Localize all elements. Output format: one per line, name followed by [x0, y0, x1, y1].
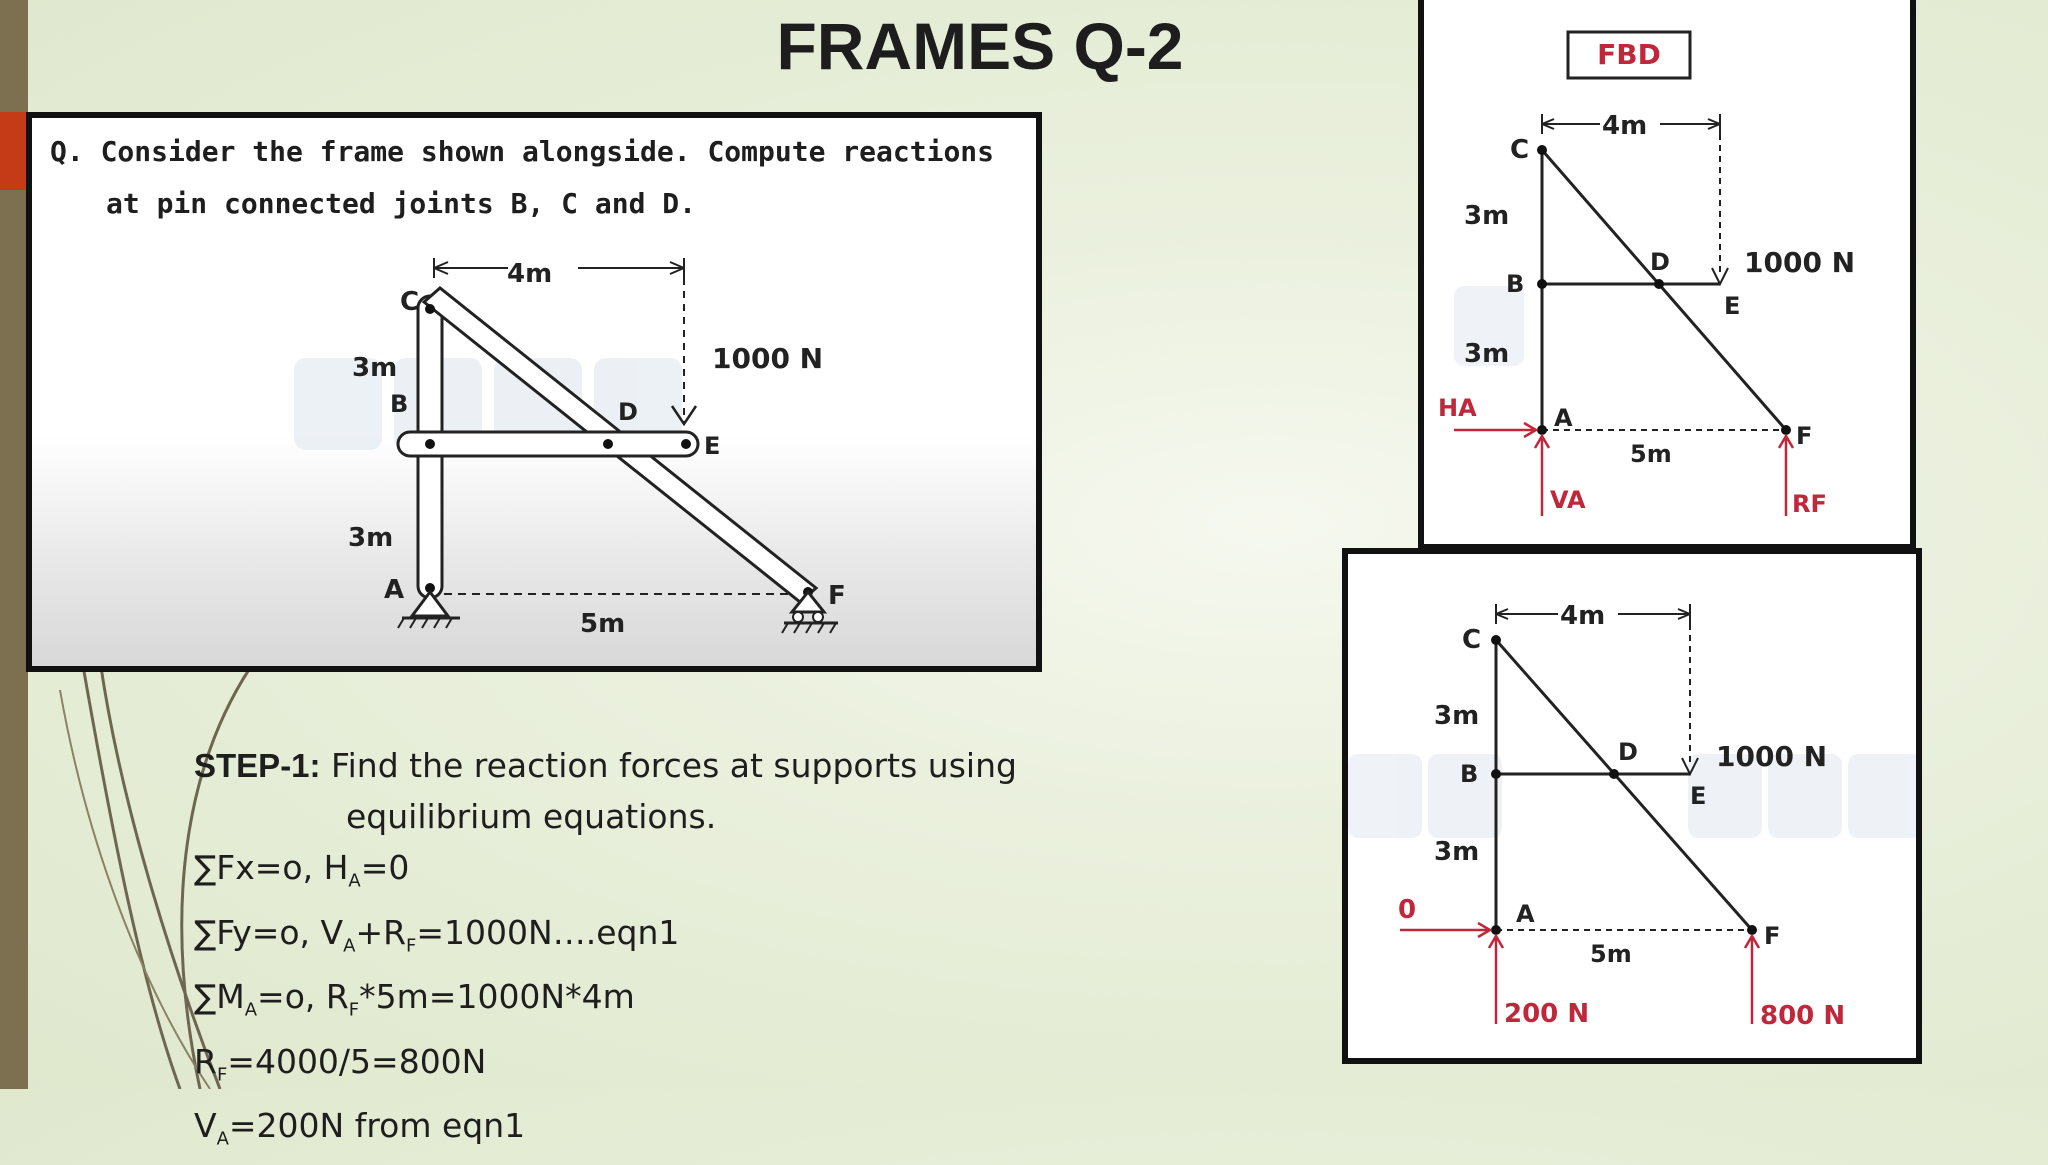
step-1-line: STEP-1: Find the reaction forces at supp… [194, 740, 1094, 791]
pin-c [425, 304, 435, 314]
dim-upper-label: 3m [352, 353, 397, 383]
question-text: Q. Consider the frame shown alongside. C… [50, 126, 1030, 230]
equation-2: ∑Fy=o, VA+RF=1000N….eqn1 [194, 912, 680, 957]
fbd-label-d: D [1650, 248, 1670, 276]
sol-label-f: F [1764, 922, 1780, 950]
label-b: B [390, 390, 408, 418]
question-line-2: at pin connected joints B, C and D. [106, 187, 697, 220]
sol-label-a: A [1516, 900, 1535, 928]
pin-d [603, 439, 613, 449]
load-label: 1000 N [712, 342, 823, 375]
sol-label-va: 200 N [1504, 999, 1589, 1029]
equation-4: RF=4000/5=800N [194, 1041, 487, 1086]
decorative-curves [59, 659, 252, 1089]
fbd-dim-base: 5m [1630, 440, 1672, 468]
sol-label-c: C [1462, 625, 1481, 655]
equation-3: ∑MA=o, RF*5m=1000N*4m [194, 977, 635, 1021]
label-d: D [618, 398, 638, 426]
step-text-2: equilibrium equations. [346, 797, 717, 836]
label-e: E [704, 432, 720, 460]
solution-diagram: 4m C 3m B D E 1000 N 3m A F 5m 0 200 N 8… [1348, 600, 1916, 1031]
sol-dim-lower: 3m [1434, 837, 1479, 867]
sol-label-ha: 0 [1398, 895, 1416, 925]
pin-b [425, 439, 435, 449]
pin-e [681, 439, 691, 449]
fbd-member-cf [1540, 149, 1788, 431]
fbd-label-rf: RF [1792, 490, 1827, 518]
fbd-tag-box [1566, 30, 1692, 80]
label-a: A [384, 575, 404, 605]
step-text-1: Find the reaction forces at supports usi… [331, 746, 1017, 785]
sol-label-rf: 800 N [1760, 1001, 1845, 1031]
fbd-label-va: VA [1550, 486, 1586, 514]
label-c: C [400, 287, 419, 317]
dim-base-label: 5m [580, 609, 625, 639]
fbd-diagram: FBD 4m C 3m B D E 1000 N 3m A [1438, 30, 1855, 518]
question-line-1: Q. Consider the frame shown alongside. C… [50, 135, 995, 168]
label-f: F [828, 581, 846, 611]
fbd-dim-upper: 3m [1464, 201, 1509, 231]
question-panel: Q. Consider the frame shown alongside. C… [26, 112, 1042, 672]
sol-dim-upper: 3m [1434, 701, 1479, 731]
fbd-dim-lower: 3m [1464, 339, 1509, 369]
dim-lower-label: 3m [348, 523, 393, 553]
fbd-tag: FBD [1597, 38, 1661, 71]
fbd-dim-top: 4m [1602, 111, 1647, 141]
sol-load-label: 1000 N [1716, 740, 1827, 773]
sol-label-b: B [1460, 760, 1478, 788]
fbd-label-ha: HA [1438, 394, 1477, 422]
load-arrow-icon [670, 405, 698, 427]
fbd-label-f: F [1796, 422, 1812, 450]
sol-dim-base: 5m [1590, 940, 1632, 968]
sol-dim-top: 4m [1560, 601, 1605, 631]
dim-top-label: 4m [507, 259, 552, 289]
sol-label-d: D [1618, 738, 1638, 766]
equation-5: VA=200N from eqn1 [194, 1106, 526, 1150]
fbd-label-e: E [1724, 292, 1740, 320]
pin-support-a [409, 589, 451, 618]
roller-support-f [788, 589, 828, 614]
solution-steps: STEP-1: Find the reaction forces at supp… [194, 740, 1094, 1165]
solution-panel: 4m C 3m B D E 1000 N 3m A F 5m 0 200 N 8… [1342, 548, 1922, 1064]
fbd-label-a: A [1554, 404, 1573, 432]
equation-1: ∑Fx=o, HA=0 [194, 848, 410, 892]
fbd-label-c: C [1510, 135, 1529, 165]
step-title: STEP-1: [194, 747, 321, 784]
fbd-label-b: B [1506, 270, 1524, 298]
member-be [396, 430, 700, 458]
pin-a [425, 583, 435, 593]
left-accent-block [0, 112, 28, 190]
slide-title: FRAMES Q-2 [776, 9, 1184, 83]
fbd-panel: FBD 4m C 3m B D E 1000 N 3m A [1418, 0, 1916, 550]
frame-diagram: 4m C 3m B D E 1000 N 3m A 5m F [294, 252, 846, 639]
fbd-load-label: 1000 N [1744, 246, 1855, 279]
sol-member-cf [1494, 639, 1754, 931]
sol-label-e: E [1690, 782, 1706, 810]
